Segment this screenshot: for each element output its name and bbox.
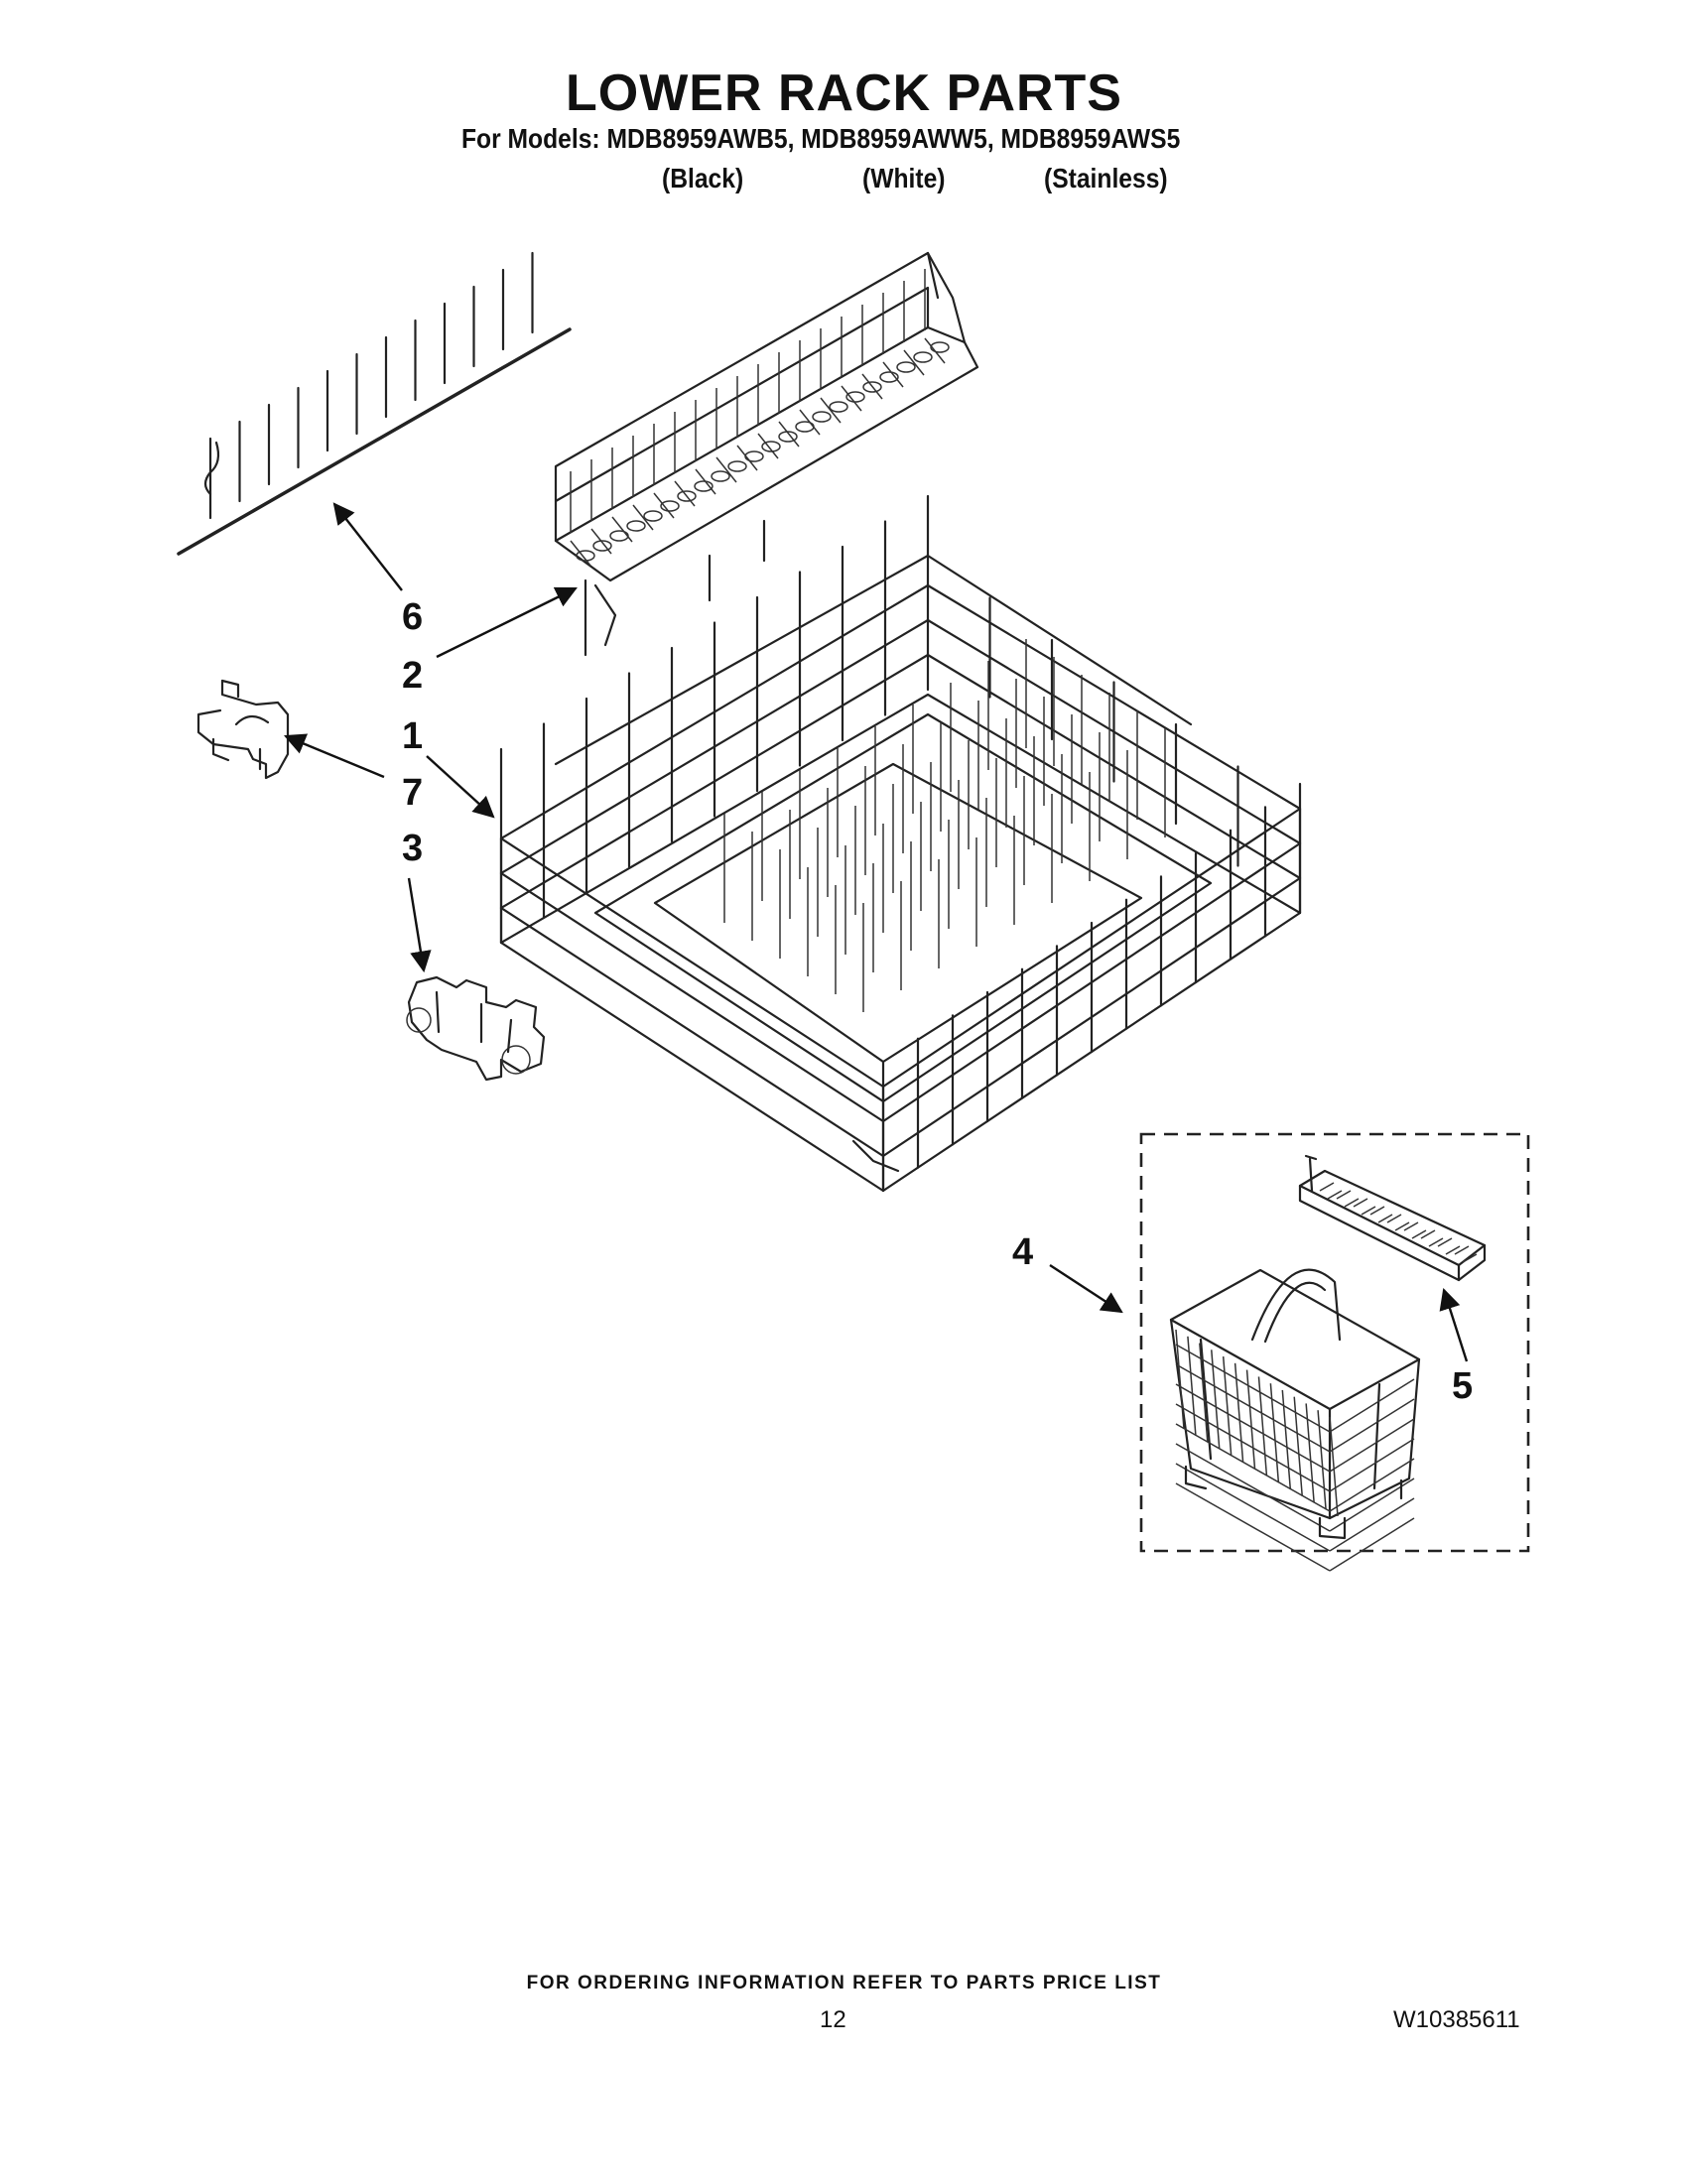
leader-arrow-1: [426, 755, 495, 819]
leader-arrow-3: [407, 877, 432, 973]
part-7-clip-illustration: [196, 679, 290, 780]
part-1-lower-rack-illustration: [499, 494, 1302, 1193]
page-title: LOWER RACK PARTS: [565, 64, 1122, 122]
part-3-wheel-carrier-illustration: [406, 975, 546, 1082]
part-5-basket-lid-illustration: [1298, 1154, 1487, 1282]
callout-4: 4: [1012, 1231, 1034, 1273]
callout-1: 1: [402, 715, 424, 757]
leader-arrow-4: [1049, 1263, 1123, 1314]
variant-white: (White): [862, 163, 946, 193]
variant-black: (Black): [662, 163, 744, 193]
basket-assembly-group-box: [1139, 1132, 1530, 1553]
callout-3: 3: [402, 828, 424, 869]
callout-5: 5: [1452, 1365, 1474, 1407]
leader-arrow-7: [284, 733, 385, 779]
leader-arrow-6: [332, 502, 403, 591]
part-6-tine-row-illustration: [177, 251, 572, 556]
callout-2: 2: [402, 655, 424, 697]
document-number: W10385611: [1393, 2006, 1520, 2033]
leader-arrow-2: [436, 586, 578, 659]
callout-7: 7: [402, 772, 424, 814]
leader-arrow-5: [1439, 1287, 1469, 1362]
part-4-silverware-basket-illustration: [1169, 1268, 1421, 1572]
variant-stainless: (Stainless): [1044, 163, 1168, 193]
ordering-note: FOR ORDERING INFORMATION REFER TO PARTS …: [526, 1973, 1162, 1993]
part-2-shelf-rack-illustration: [554, 251, 979, 657]
page-number: 12: [820, 2006, 846, 2033]
models-line: For Models: MDB8959AWB5, MDB8959AWW5, MD…: [461, 123, 1181, 154]
callout-6: 6: [402, 596, 424, 638]
